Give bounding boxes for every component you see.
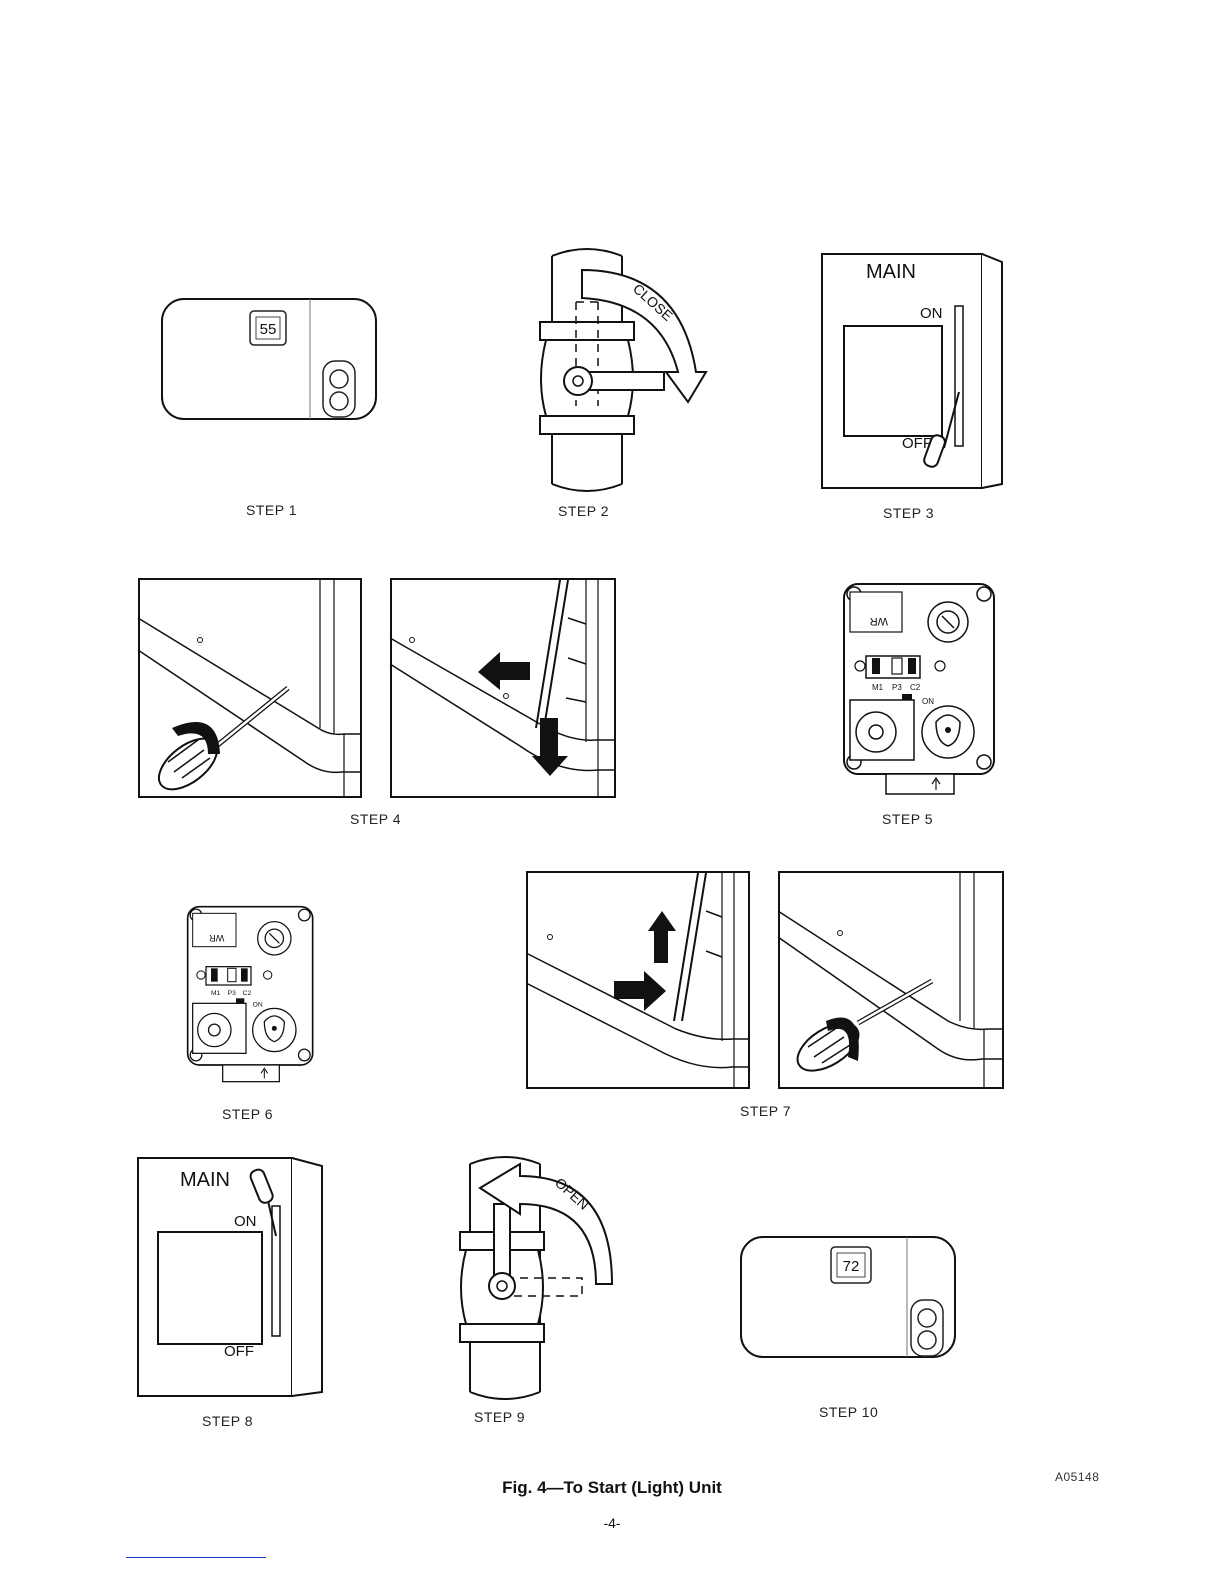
step4-label: STEP 4 [350, 811, 401, 827]
step8-label: STEP 8 [202, 1413, 253, 1429]
step5-label: STEP 5 [882, 811, 933, 827]
step5-gas-control-illustration: WR M1 P3 C2 ON [842, 582, 998, 798]
gas-valve-c2-6: C2 [243, 990, 252, 997]
thermostat-display-after: 72 [843, 1258, 860, 1275]
step4-screwdriver-frame [138, 578, 362, 798]
step9-valve-open-illustration: OPEN [456, 1152, 626, 1398]
gas-valve-on-6: ON [253, 1002, 263, 1009]
step1-thermostat-illustration: 55 [160, 296, 380, 424]
thermostat-display-before: 55 [260, 321, 277, 338]
gas-valve-m1: M1 [872, 683, 884, 692]
gas-valve-p3-6: P3 [228, 990, 236, 997]
step4-panel-removal-frame [390, 578, 616, 798]
step9-label: STEP 9 [474, 1409, 525, 1425]
switch-off-text-8: OFF [224, 1343, 254, 1360]
switch-on-text: ON [920, 305, 943, 322]
page-number: -4- [0, 1515, 1224, 1531]
step7-panel-replace-frame [526, 871, 750, 1089]
step6-label: STEP 6 [222, 1106, 273, 1122]
gas-valve-m1-6: M1 [211, 990, 221, 997]
gas-valve-on: ON [922, 697, 934, 706]
gas-valve-wr-label: WR [870, 615, 888, 627]
step10-thermostat-illustration: 72 [739, 1234, 959, 1362]
step7-screwdriver-frame [778, 871, 1004, 1089]
gas-valve-wr-label-6: WR [209, 933, 225, 943]
step3-label: STEP 3 [883, 505, 934, 521]
step10-label: STEP 10 [819, 1404, 878, 1420]
step1-label: STEP 1 [246, 502, 297, 518]
gas-valve-c2: C2 [910, 683, 921, 692]
step6-gas-control-illustration: WR M1 P3 C2 ON [186, 898, 316, 1092]
gas-valve-p3: P3 [892, 683, 902, 692]
switch-on-text-8: ON [234, 1213, 257, 1230]
switch-main-text-8: MAIN [180, 1169, 230, 1191]
step2-valve-close-illustration: CLOSE [520, 244, 720, 490]
step2-label: STEP 2 [558, 503, 609, 519]
step3-main-switch-off-illustration: MAIN ON OFF [820, 252, 1006, 492]
step7-label: STEP 7 [740, 1103, 791, 1119]
footnote-rule [126, 1557, 266, 1558]
step8-main-switch-on-illustration: MAIN ON OFF [136, 1156, 326, 1400]
switch-main-text: MAIN [866, 261, 916, 283]
figure-caption: Fig. 4—To Start (Light) Unit [0, 1478, 1224, 1498]
